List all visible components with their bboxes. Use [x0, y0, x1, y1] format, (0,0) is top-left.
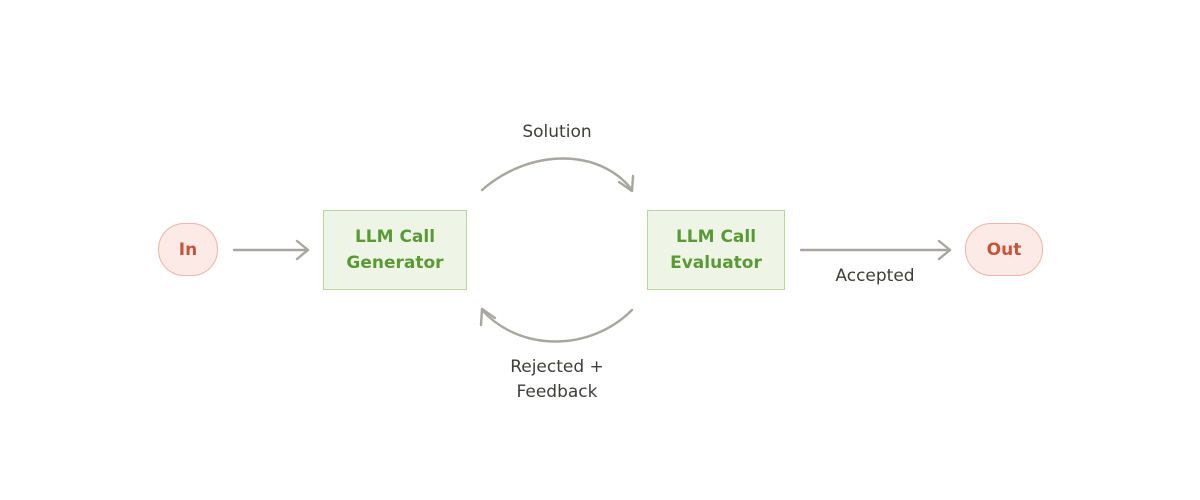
evaluator-node: LLM Call Evaluator — [647, 210, 785, 290]
output-node: Out — [965, 223, 1043, 276]
generator-node: LLM Call Generator — [323, 210, 467, 290]
arrow-evaluator-to-out — [799, 239, 952, 261]
input-node: In — [158, 223, 218, 276]
accepted-edge-label: Accepted — [835, 266, 915, 286]
generator-label-line1: LLM Call — [354, 227, 436, 247]
evaluator-label-line2: Evaluator — [670, 253, 762, 273]
input-node-label: In — [178, 239, 198, 260]
arrow-rejected-arc — [479, 307, 634, 343]
evaluator-label-line1: LLM Call — [675, 227, 757, 247]
arrow-in-to-generator — [232, 239, 310, 261]
rejected-edge-label: Rejected + Feedback — [477, 355, 637, 405]
output-node-label: Out — [986, 239, 1022, 260]
generator-label-line2: Generator — [346, 253, 444, 273]
arrow-solution-arc — [480, 157, 635, 193]
rejected-label-line1: Rejected + — [510, 357, 604, 377]
solution-edge-label: Solution — [522, 122, 592, 142]
rejected-label-line2: Feedback — [516, 382, 598, 402]
